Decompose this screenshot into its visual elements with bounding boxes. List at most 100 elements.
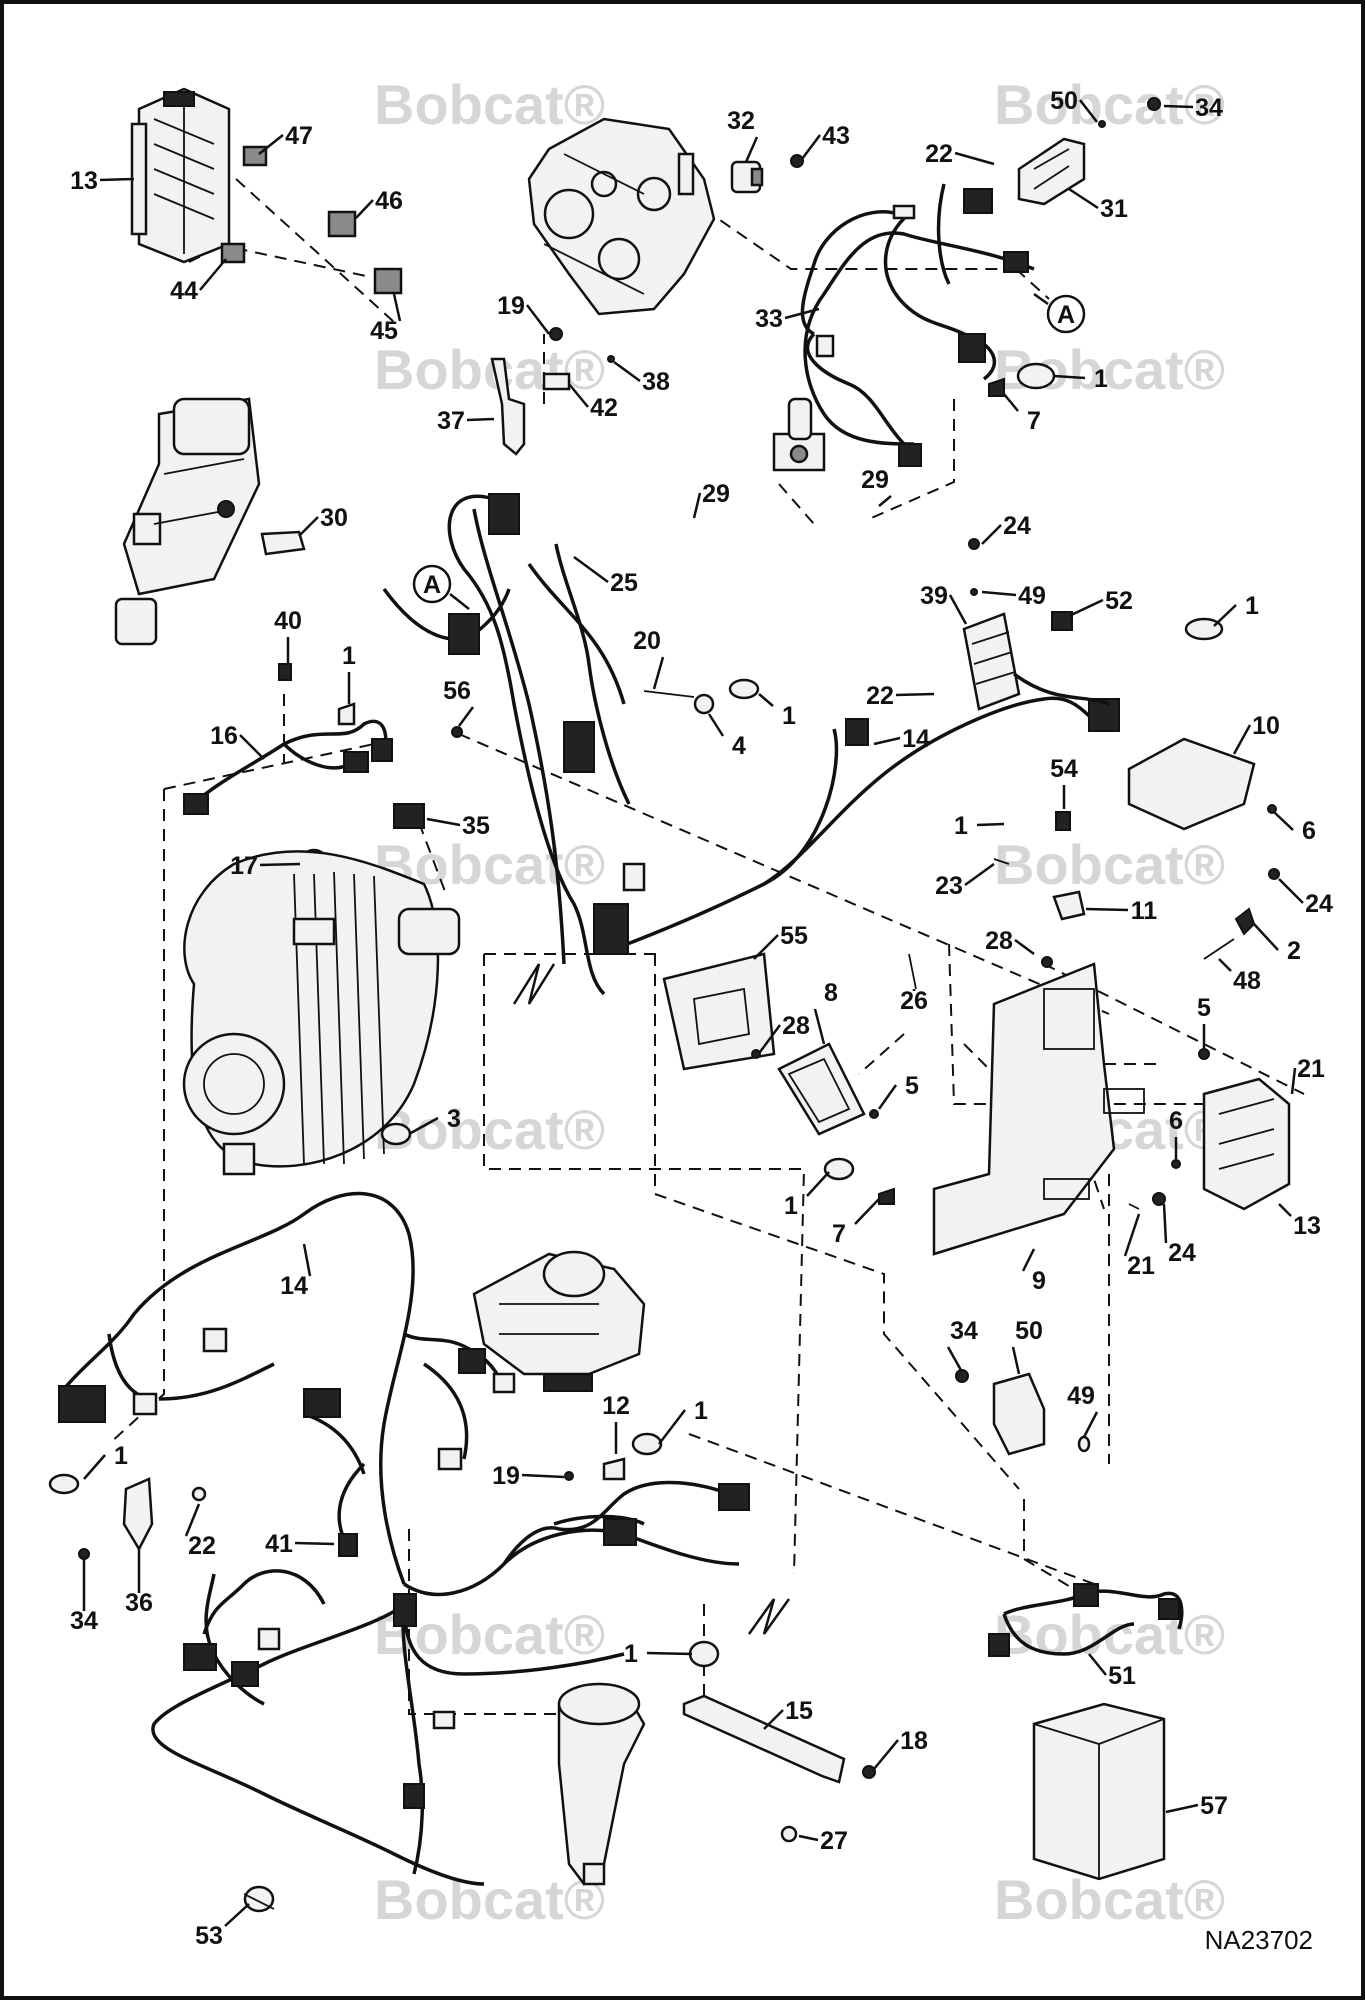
callout-1: 1: [1245, 592, 1259, 620]
callout-leader-28: [1014, 938, 1035, 956]
callout-leader-19: [521, 1473, 565, 1479]
callout-19: 19: [497, 292, 525, 320]
callout-leaders: [82, 99, 1304, 1927]
control-module-right: [1202, 1077, 1291, 1211]
callout-leader-1: [646, 1651, 693, 1656]
callout-leader-28: [758, 1024, 782, 1053]
callout-leader-46: [355, 199, 374, 219]
callout-leader-25: [573, 555, 609, 584]
callout-leader-48: [1218, 958, 1232, 972]
callout-21: 21: [1297, 1055, 1325, 1083]
terminal-block-39: [962, 538, 1224, 711]
watermark-text: Bobcat®: [994, 73, 1225, 136]
callout-1: 1: [342, 642, 356, 670]
callout-leader-44: [199, 258, 227, 291]
sensor-32: [730, 154, 804, 194]
callout-leader-1: [1213, 604, 1237, 627]
callout-7: 7: [832, 1220, 846, 1248]
callout-leader-29: [878, 495, 892, 507]
callout-13: 13: [1293, 1212, 1321, 1240]
clamp-3: [380, 1122, 412, 1146]
parts-diagram: Bobcat®Bobcat®Bobcat®Bobcat®Bobcat®Bobca…: [48, 73, 1333, 1950]
callout-leader-21: [1290, 1067, 1297, 1095]
callout-53: 53: [195, 1922, 223, 1950]
callout-35: 35: [462, 812, 490, 840]
clamp-clip-mid: [823, 1157, 895, 1205]
callout-6: 6: [1302, 817, 1316, 845]
callout-27: 27: [820, 1827, 848, 1855]
callout-8: 8: [824, 979, 838, 1007]
bolt-20-clip-4: [643, 678, 760, 715]
harness-33: [800, 183, 1035, 467]
callout-33: 33: [755, 305, 783, 333]
callout-21: 21: [1127, 1252, 1155, 1280]
screws-23-26: [908, 858, 1010, 990]
watermark-text: Bobcat®: [994, 1868, 1225, 1931]
callout-leader-22: [895, 692, 935, 697]
callout-6: 6: [1169, 1107, 1183, 1135]
callout-40: 40: [274, 607, 302, 635]
small-fastener-dots: [451, 726, 1210, 1119]
callout-leader-32: [744, 136, 759, 163]
watermark-text: Bobcat®: [374, 1098, 605, 1161]
callout-leader-42: [568, 383, 589, 408]
callout-24: 24: [1003, 512, 1031, 540]
bracket-55: [662, 952, 776, 1071]
callout-leader-35: [426, 817, 461, 827]
callout-1: 1: [784, 1192, 798, 1220]
callout-leader-2: [1253, 923, 1279, 951]
control-module-top: [130, 87, 231, 264]
callout-46: 46: [375, 187, 403, 215]
callout-38: 38: [642, 368, 670, 396]
mounting-plate-9: [932, 962, 1145, 1256]
bracket-36: [48, 1473, 207, 1560]
callout-leader-47: [258, 134, 284, 155]
callout-leader-5: [877, 1084, 898, 1110]
callout-45: 45: [370, 317, 398, 345]
callout-leader-14: [302, 1243, 312, 1277]
callout-54: 54: [1050, 755, 1078, 783]
callout-1: 1: [694, 1397, 708, 1425]
callout-42: 42: [590, 394, 618, 422]
screws-21-24: [1128, 1159, 1181, 1210]
callout-28: 28: [782, 1012, 810, 1040]
callout-18: 18: [900, 1727, 928, 1755]
bracket-37: [490, 327, 615, 456]
callout-leader-34: [1163, 104, 1194, 109]
callout-leader-49: [1082, 1411, 1099, 1438]
callout-leader-34: [946, 1346, 964, 1373]
callout-49: 49: [1067, 1382, 1095, 1410]
callout-leader-24: [1162, 1203, 1168, 1244]
callout-leader-29: [692, 492, 702, 519]
callout-leader-23: [964, 862, 995, 887]
callout-34: 34: [950, 1317, 978, 1345]
callout-leader-16: [239, 734, 265, 760]
callout-25: 25: [610, 569, 638, 597]
drawing-number: NA23702: [1204, 1925, 1313, 1955]
callout-leader-52: [1068, 598, 1104, 618]
cover-10: [1127, 737, 1277, 831]
callout-leader-50: [1079, 99, 1098, 123]
callout-48: 48: [1233, 967, 1261, 995]
callout-47: 47: [285, 122, 313, 150]
callout-4: 4: [732, 732, 746, 760]
callout-leader-19: [526, 304, 550, 335]
harness-16: [183, 719, 393, 815]
callout-leader-1: [758, 693, 774, 707]
callout-23: 23: [935, 872, 963, 900]
callout-1: 1: [624, 1640, 638, 1668]
callout-leader-18: [873, 1739, 899, 1770]
callout-39: 39: [920, 582, 948, 610]
callout-leader-1: [976, 822, 1005, 827]
fuel-filter: [557, 1682, 646, 1886]
callout-30: 30: [320, 504, 348, 532]
callout-24: 24: [1168, 1239, 1196, 1267]
callout-leader-14: [873, 736, 901, 746]
callout-29: 29: [702, 480, 730, 508]
callout-55: 55: [780, 922, 808, 950]
callout-2: 2: [1287, 937, 1301, 965]
reference-marker-a-top: A: [1033, 292, 1086, 334]
callout-leader-6: [1273, 811, 1294, 831]
callout-leader-17: [259, 862, 301, 867]
callout-leader-10: [1232, 724, 1252, 755]
